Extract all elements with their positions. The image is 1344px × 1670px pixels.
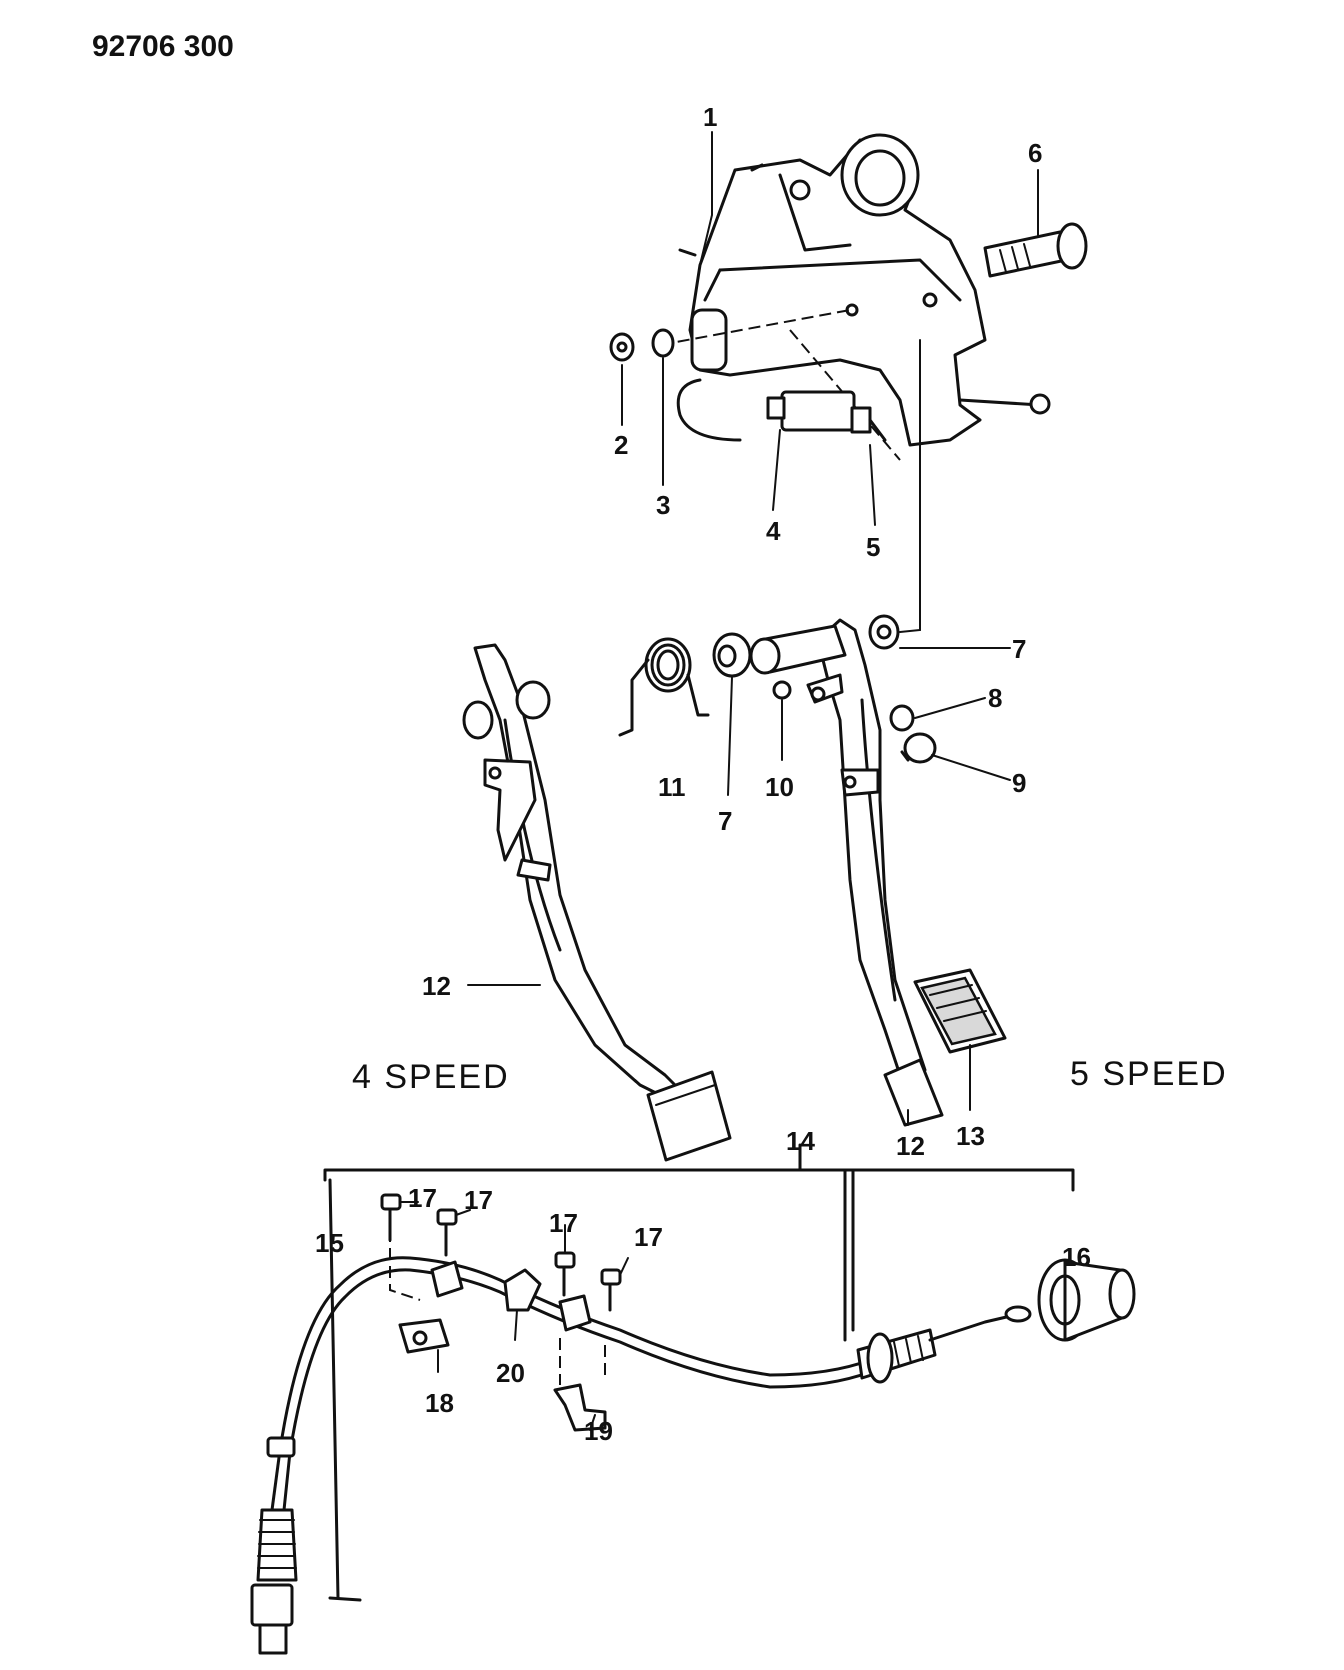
callout-17-b: 17	[464, 1185, 493, 1215]
callout-13: 13	[956, 1121, 985, 1151]
bushing-right	[868, 614, 900, 650]
callout-5: 5	[866, 532, 880, 562]
nut-2	[609, 332, 635, 362]
callout-7-left: 7	[718, 806, 732, 836]
clutch-cable-assembly	[250, 1143, 1136, 1655]
leader-lines	[399, 131, 1039, 1431]
callout-17-c: 17	[549, 1208, 578, 1238]
callout-16: 16	[1062, 1242, 1091, 1272]
callout-20: 20	[496, 1358, 525, 1388]
callout-17-d: 17	[634, 1222, 663, 1252]
callout-11: 11	[658, 772, 686, 802]
pedal-pad	[913, 968, 1007, 1054]
callout-7-right: 7	[1012, 634, 1026, 664]
stop-lamp-switch	[766, 390, 887, 442]
drawing-code: 92706 300	[92, 30, 234, 63]
callout-1: 1	[703, 102, 717, 132]
callout-2: 2	[614, 430, 628, 460]
callout-18: 18	[425, 1388, 454, 1418]
callout-10: 10	[765, 772, 794, 802]
bushing-left	[712, 632, 752, 678]
callout-8: 8	[988, 683, 1002, 713]
clutch-pedal-5-speed	[749, 618, 944, 1127]
pivot-bolt	[983, 222, 1088, 278]
return-spring	[618, 637, 710, 737]
callout-12-right: 12	[896, 1131, 925, 1161]
callout-6: 6	[1028, 138, 1042, 168]
callout-19: 19	[584, 1416, 613, 1446]
callout-14: 14	[786, 1126, 815, 1156]
label-5-speed: 5 SPEED	[1070, 1055, 1228, 1093]
callout-9: 9	[1012, 768, 1026, 798]
callout-numbers: 1 2 3 4 5 6 7 7 8 9 10 11 12 12 13 14 15…	[315, 102, 1091, 1446]
pin	[772, 680, 792, 700]
callout-3: 3	[656, 490, 670, 520]
callout-15: 15	[315, 1228, 344, 1258]
label-4-speed: 4 SPEED	[352, 1058, 510, 1096]
stopper	[900, 732, 937, 764]
pedal-support-bracket	[659, 133, 1051, 461]
callout-4: 4	[766, 516, 781, 546]
nut-8	[889, 704, 915, 732]
clutch-pedal-4-speed	[462, 643, 732, 1162]
callout-12-left: 12	[422, 971, 451, 1001]
callout-17-a: 17	[408, 1183, 437, 1213]
washer-3	[651, 328, 675, 358]
